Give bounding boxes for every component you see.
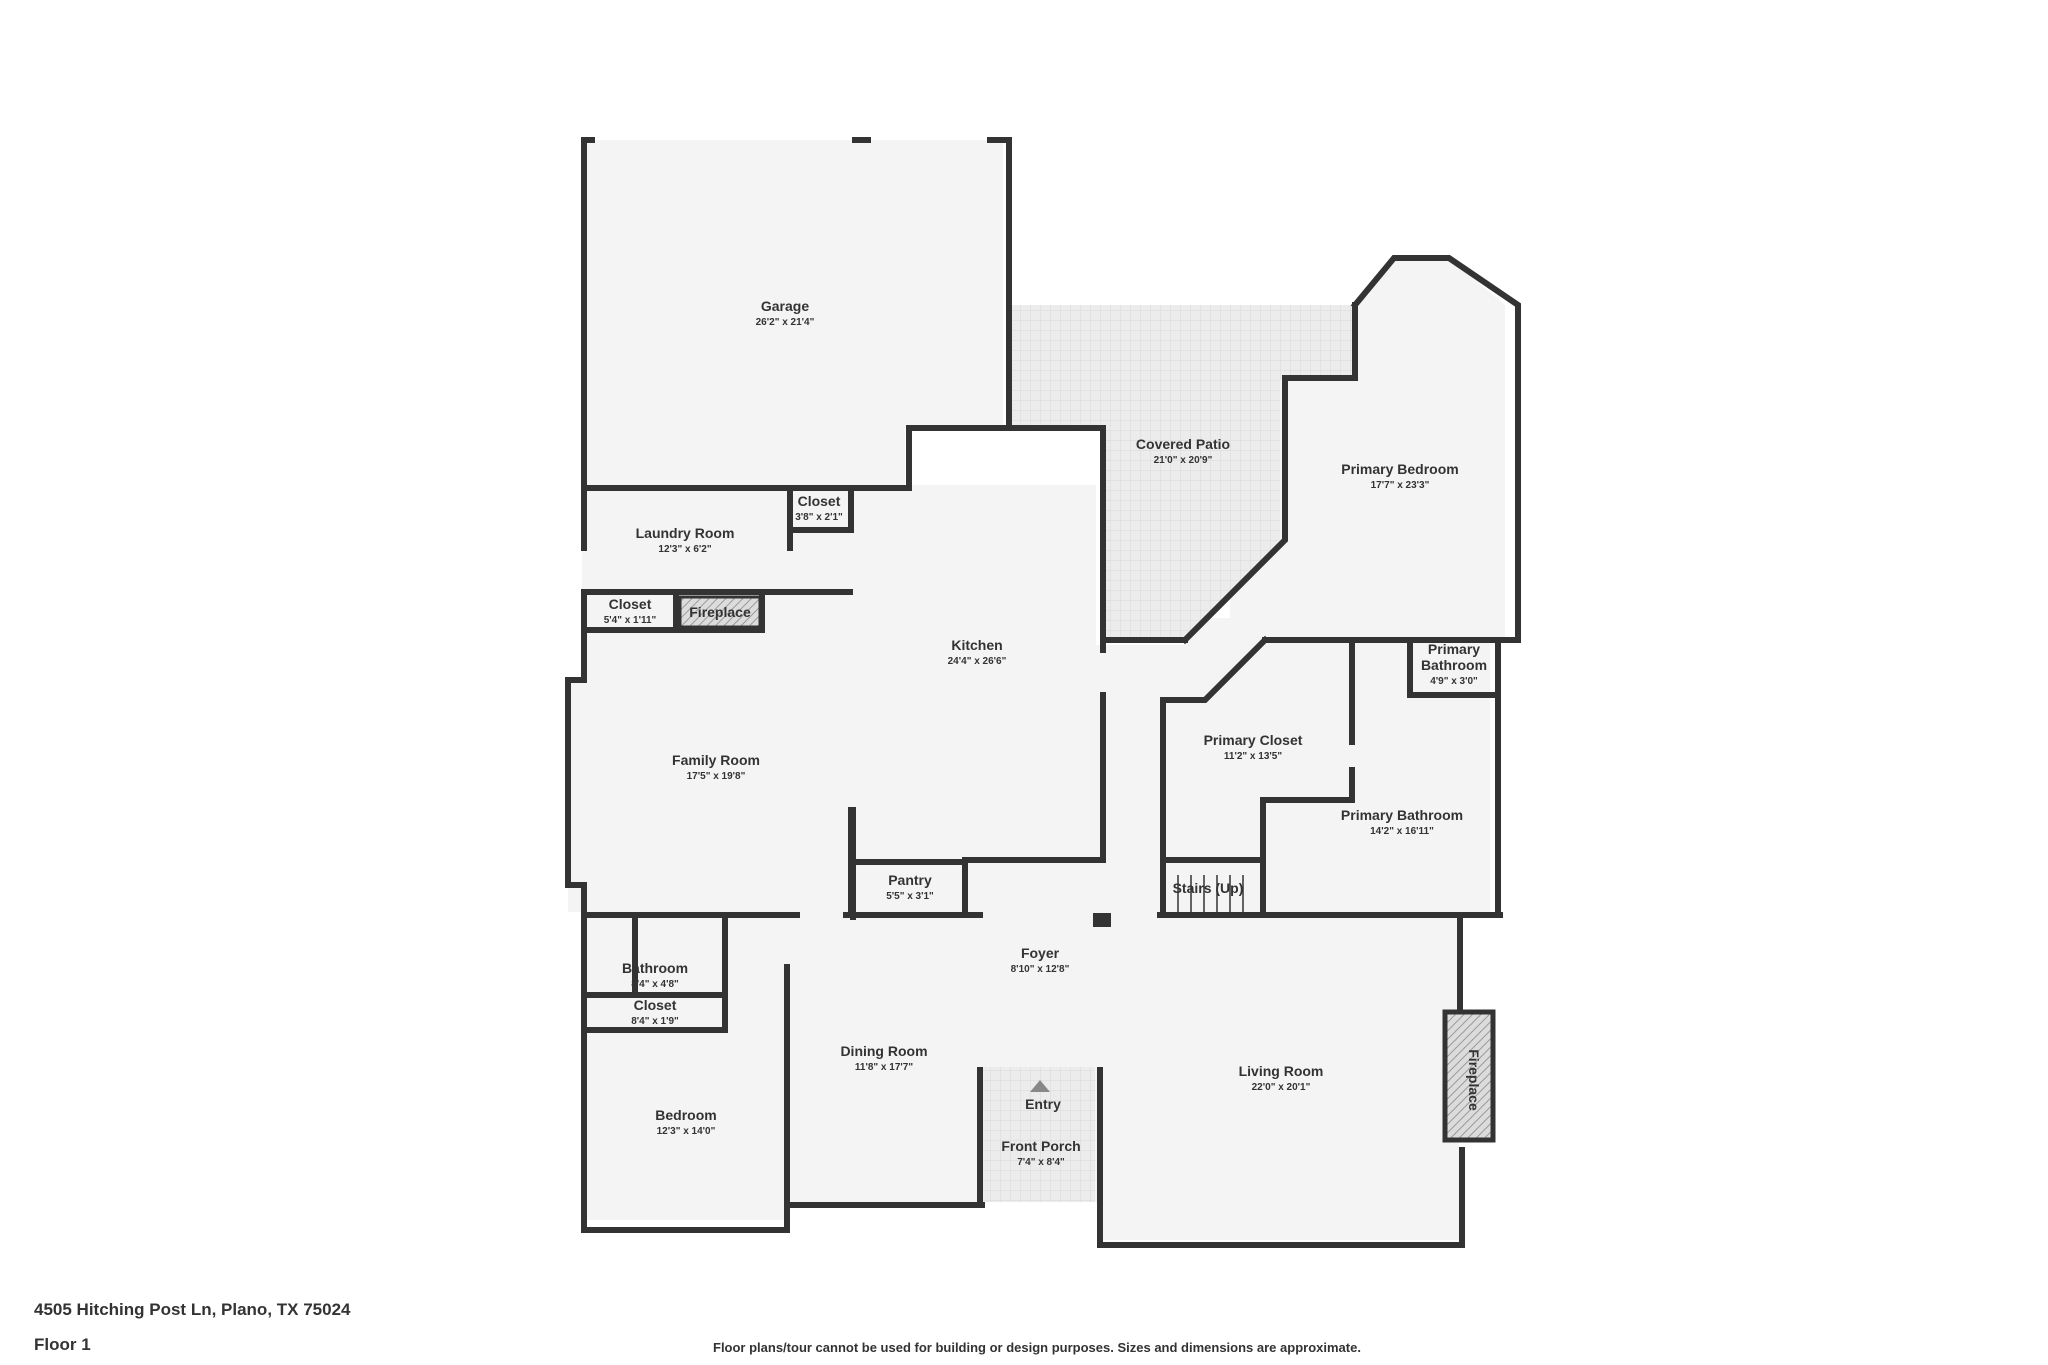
covered-patio-label: Covered Patio (1136, 436, 1230, 452)
front-porch-dim: 7'4" x 8'4" (1017, 1157, 1065, 1168)
front-porch-label: Front Porch (1001, 1138, 1080, 1154)
fireplace-living-shape (1442, 1009, 1496, 1143)
living-room-label: Living Room (1239, 1063, 1324, 1079)
kitchen-label: Kitchen (951, 637, 1002, 653)
bedroom-dim: 12'3" x 14'0" (657, 1126, 716, 1137)
closet-laundry-label: Closet (609, 596, 652, 612)
fireplace-living-label: Fireplace (1466, 1049, 1482, 1111)
stairs-label: Stairs (Up) (1173, 880, 1244, 896)
fireplace-family-shape (678, 595, 762, 629)
property-address: 4505 Hitching Post Ln, Plano, TX 75024 (34, 1300, 351, 1319)
closet-small-dim: 3'8" x 2'1" (795, 512, 843, 523)
laundry-room-label: Laundry Room (636, 525, 735, 541)
entry-label: Entry (1025, 1096, 1061, 1112)
disclaimer-text: Floor plans/tour cannot be used for buil… (713, 1340, 1361, 1355)
family-room-label: Family Room (672, 752, 760, 768)
family-room-dim: 17'5" x 19'8" (687, 771, 746, 782)
fireplaces (678, 595, 1496, 1143)
dining-room-dim: 11'8" x 17'7" (855, 1062, 913, 1073)
walls (565, 137, 1521, 1248)
covered-patio-floor (1012, 305, 1352, 640)
primary-bathroom-small-dim: 4'9" x 3'0" (1430, 676, 1478, 687)
primary-bathroom-label: Primary Bathroom (1341, 807, 1463, 823)
primary-closet-label: Primary Closet (1204, 732, 1303, 748)
foyer-dim: 8'10" x 12'8" (1011, 964, 1070, 975)
laundry-room-dim: 12'3" x 6'2" (658, 544, 711, 555)
pantry-label: Pantry (888, 872, 932, 888)
closet-bedroom-dim: 8'4" x 1'9" (631, 1016, 679, 1027)
garage-label: Garage (761, 298, 809, 314)
kitchen-dim: 24'4" x 26'6" (948, 656, 1007, 667)
entry-arrow-icon (1030, 1080, 1050, 1092)
primary-closet-dim: 11'2" x 13'5" (1224, 751, 1282, 762)
floor-label: Floor 1 (34, 1335, 91, 1354)
living-room-dim: 22'0" x 20'1" (1252, 1082, 1311, 1093)
garage-dim: 26'2" x 21'4" (756, 317, 815, 328)
stairs-shape (1164, 875, 1244, 913)
pantry-dim: 5'5" x 3'1" (886, 891, 934, 902)
closet-bedroom-label: Closet (634, 997, 677, 1013)
primary-bedroom-dim: 17'7" x 23'3" (1371, 480, 1430, 491)
closet-small-label: Closet (798, 493, 841, 509)
primary-bathroom-dim: 14'2" x 16'11" (1370, 826, 1434, 837)
closet-laundry-dim: 5'4" x 1'11" (604, 615, 657, 626)
primary-bathroom-small-label-1: Primary (1428, 641, 1480, 657)
bedroom-label: Bedroom (655, 1107, 716, 1123)
bathroom-label: Bathroom (622, 960, 688, 976)
foyer-label: Foyer (1021, 945, 1060, 961)
floor-fills (568, 140, 1505, 1240)
primary-bathroom-small-label-2: Bathroom (1421, 657, 1487, 673)
interior-floor (568, 140, 1505, 1240)
bathroom-dim: 8'4" x 4'8" (631, 979, 679, 990)
foyer-marker-icon (1093, 913, 1111, 927)
fireplace-family-label: Fireplace (689, 604, 751, 620)
room-labels: Garage 26'2" x 21'4" Covered Patio 21'0"… (604, 298, 1487, 1168)
dining-room-label: Dining Room (840, 1043, 927, 1059)
covered-patio-dim: 21'0" x 20'9" (1154, 455, 1213, 466)
primary-bedroom-label: Primary Bedroom (1341, 461, 1458, 477)
